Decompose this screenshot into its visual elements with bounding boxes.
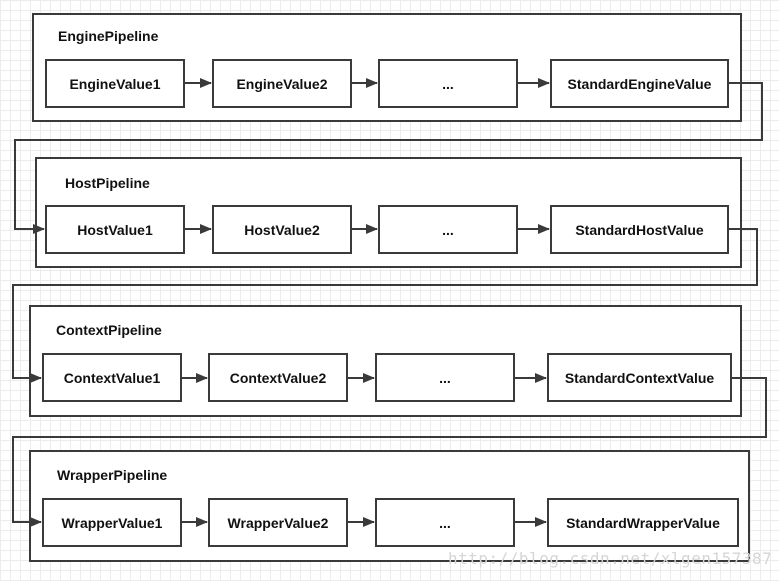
context-pipeline-title: ContextPipeline xyxy=(56,322,162,338)
engine-valve-1: EngineValue1 xyxy=(45,59,185,108)
wrapper-valve-2: WrapperValue2 xyxy=(208,498,348,547)
engine-valve-ellipsis: ... xyxy=(378,59,518,108)
host-valve-ellipsis: ... xyxy=(378,205,518,254)
context-valve-1: ContextValue1 xyxy=(42,353,182,402)
standard-host-valve: StandardHostValue xyxy=(550,205,729,254)
wrapper-valve-1: WrapperValue1 xyxy=(42,498,182,547)
arrow-engine-to-host xyxy=(14,82,763,234)
standard-context-valve: StandardContextValue xyxy=(547,353,732,402)
arrow-host-to-context xyxy=(12,228,758,383)
arrow-context-to-wrapper xyxy=(12,377,767,527)
standard-wrapper-valve: StandardWrapperValue xyxy=(547,498,739,547)
wrapper-valve-ellipsis: ... xyxy=(375,498,515,547)
engine-valve-2: EngineValue2 xyxy=(212,59,352,108)
watermark: http://blog.csdn.net/xlgen157387 xyxy=(448,549,773,568)
wrapper-pipeline-title: WrapperPipeline xyxy=(57,467,168,483)
host-valve-1: HostValue1 xyxy=(45,205,185,254)
engine-pipeline-title: EnginePipeline xyxy=(58,28,159,44)
host-pipeline-title: HostPipeline xyxy=(65,175,150,191)
context-valve-ellipsis: ... xyxy=(375,353,515,402)
context-valve-2: ContextValue2 xyxy=(208,353,348,402)
standard-engine-valve: StandardEngineValue xyxy=(550,59,729,108)
host-valve-2: HostValue2 xyxy=(212,205,352,254)
